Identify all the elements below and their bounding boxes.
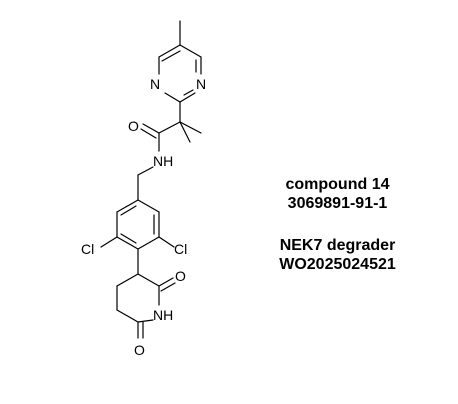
bond — [137, 236, 160, 250]
bond — [120, 205, 137, 216]
atom-cl-left: Cl — [81, 241, 94, 257]
bond — [164, 92, 181, 103]
bond — [116, 236, 139, 250]
activity-label: NEK7 degrader — [279, 237, 396, 254]
atom-o-imide-bottom: O — [134, 342, 145, 358]
cas-number: 3069891-91-1 — [287, 195, 388, 212]
bond — [100, 236, 118, 248]
bond — [158, 236, 175, 248]
bond — [116, 199, 139, 213]
bond — [158, 121, 181, 134]
atom-o-amide: O — [128, 118, 139, 134]
bond — [160, 282, 176, 292]
atom-o-imide-top: O — [175, 268, 186, 284]
bond — [158, 44, 181, 58]
bond — [179, 92, 196, 103]
bond — [116, 309, 139, 323]
bond — [137, 166, 154, 176]
compound-name: compound 14 — [285, 176, 390, 193]
bond — [161, 50, 181, 62]
atom-n-upper-left: N — [150, 76, 160, 92]
bond — [140, 128, 157, 139]
bond — [183, 89, 194, 96]
atom-nh-amide: NH — [153, 153, 173, 169]
bond — [179, 121, 191, 143]
bond — [137, 199, 160, 213]
bond — [179, 121, 202, 134]
atom-nh-imide: NH — [153, 307, 173, 323]
bond — [137, 319, 154, 323]
patent-number: WO2025024521 — [279, 256, 396, 273]
bond — [158, 277, 174, 287]
bond — [120, 233, 137, 244]
atom-n-upper-right: N — [196, 76, 206, 92]
bond — [137, 273, 160, 287]
bond — [142, 123, 160, 134]
atom-cl-right: Cl — [174, 241, 187, 257]
bond — [179, 44, 202, 58]
bond — [116, 273, 139, 287]
